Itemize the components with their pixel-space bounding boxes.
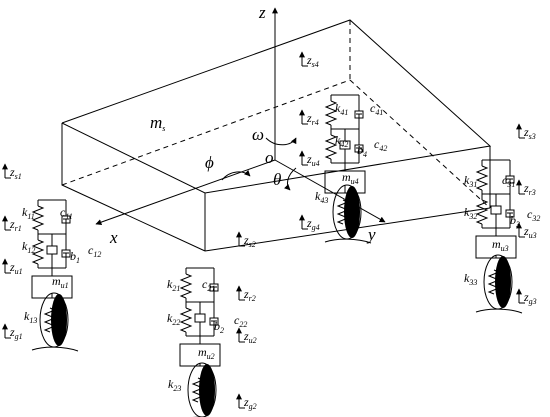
label-k12: k12 <box>22 239 35 255</box>
label-k33: k33 <box>464 271 477 287</box>
label-c22: c22 <box>234 313 247 329</box>
label-k22: k22 <box>167 311 180 327</box>
label-c42: c42 <box>374 137 387 153</box>
label-b4: b4 <box>357 143 367 159</box>
label-c21: c21 <box>202 277 215 293</box>
label-k11: k11 <box>22 205 35 221</box>
tire-1 <box>31 292 79 352</box>
label-c31: c31 <box>502 173 515 189</box>
damper-c41 <box>354 101 364 129</box>
theta-arrow <box>284 167 297 191</box>
label-k21: k21 <box>167 277 180 293</box>
label-zs4: zs4 <box>306 53 319 69</box>
inerter-b1 <box>46 234 58 268</box>
y-axis <box>274 159 386 223</box>
spring-k22 <box>179 307 193 333</box>
label-c41: c41 <box>370 101 383 117</box>
label-zu2: zu2 <box>243 329 257 345</box>
label-zg1: zg1 <box>9 325 23 341</box>
y-axis-label: y <box>366 225 376 244</box>
origin-label: o <box>265 148 274 167</box>
label-zs3: zs3 <box>523 125 536 141</box>
z-axis-label: z <box>258 3 266 22</box>
spring-k12 <box>31 239 45 265</box>
label-zr4: zr4 <box>306 111 319 127</box>
tire-4 <box>324 184 372 244</box>
label-c32: c32 <box>527 207 540 223</box>
tire-3 <box>475 254 523 314</box>
label-zg4: zg4 <box>306 216 320 232</box>
spring-k42 <box>324 134 338 160</box>
label-zr1: zr1 <box>9 217 22 233</box>
symbol-labels: zs1 zr1 zu1 zg1 k11 c11 k12 b1 c12 mu1 k13 zs2 zr2 zu… <box>1 51 540 411</box>
coordinate-axes <box>95 7 386 226</box>
suspension-corner-1 <box>31 199 79 352</box>
tire-2 <box>187 362 217 417</box>
phi-arrow <box>221 170 251 181</box>
label-k13: k13 <box>24 309 37 325</box>
label-zu3: zu3 <box>523 224 537 240</box>
phi-label: ϕ <box>205 153 214 172</box>
damper-c21 <box>209 274 219 302</box>
suspension-corner-4 <box>324 94 372 244</box>
theta-label: θ <box>273 170 281 189</box>
label-c11: c11 <box>60 205 73 221</box>
damper-c12 <box>61 240 71 268</box>
spring-k41 <box>324 100 338 126</box>
label-k42: k42 <box>335 133 348 149</box>
inerter-b4 <box>339 129 351 163</box>
label-k43: k43 <box>315 189 328 205</box>
suspension-corners <box>31 94 523 417</box>
label-zu1: zu1 <box>9 260 23 276</box>
damper-c31 <box>505 166 515 194</box>
label-b3: b3 <box>510 213 520 229</box>
tire-spring <box>43 307 57 333</box>
label-mu4: mu4 <box>342 170 359 186</box>
suspension-corner-3 <box>475 159 523 314</box>
label-mu1: mu1 <box>52 274 69 290</box>
label-zr2: zr2 <box>243 287 256 303</box>
label-zr3: zr3 <box>523 181 536 197</box>
label-k41: k41 <box>335 101 348 117</box>
spring-k31 <box>475 165 489 191</box>
label-k31: k31 <box>464 173 477 189</box>
damper-c42 <box>354 135 364 163</box>
suspension-corner-2 <box>179 267 221 417</box>
tire-spring <box>336 199 350 225</box>
x-axis <box>95 159 276 226</box>
omega-arrow <box>265 137 297 146</box>
label-b1: b1 <box>70 249 80 265</box>
label-k32: k32 <box>464 205 477 221</box>
omega-label: ω <box>252 125 264 144</box>
label-mu3: mu3 <box>492 237 509 253</box>
label-zg2: zg2 <box>243 395 257 411</box>
label-b2: b2 <box>214 319 224 335</box>
tire-spring <box>191 377 205 403</box>
sprung-mass-label: ms <box>150 113 165 133</box>
spring-k11 <box>31 205 45 231</box>
inerter-b2 <box>194 302 206 336</box>
x-axis-label: x <box>109 228 118 247</box>
inerter-b3 <box>490 194 502 228</box>
damper-c22 <box>209 308 219 336</box>
label-zu4: zu4 <box>306 152 320 168</box>
sprung-mass-box <box>61 19 492 252</box>
label-zg3: zg3 <box>523 290 537 306</box>
label-zs1: zs1 <box>9 165 22 181</box>
label-mu2: mu2 <box>198 345 215 361</box>
spring-k32 <box>475 199 489 225</box>
spring-k21 <box>179 273 193 299</box>
tire-spring <box>487 269 501 295</box>
label-k23: k23 <box>168 377 181 393</box>
damper-c11 <box>61 206 71 234</box>
label-zs2: zs2 <box>243 233 256 249</box>
damper-c32 <box>505 200 515 228</box>
label-c12: c12 <box>88 243 101 259</box>
